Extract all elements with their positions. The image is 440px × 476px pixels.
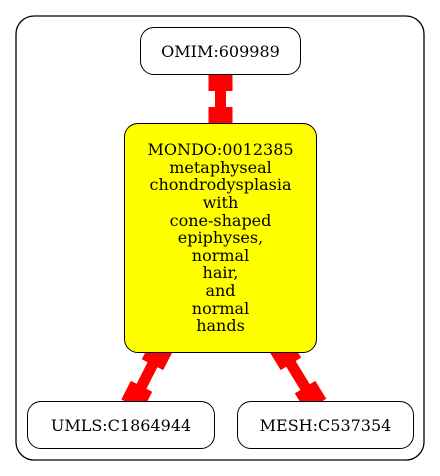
node-mondo-label-line: metaphyseal <box>169 157 272 177</box>
node-mondo[interactable]: MONDO:0012385 metaphyseal chondrodysplas… <box>124 123 317 353</box>
node-umls-label: UMLS:C1864944 <box>50 415 192 435</box>
node-omim[interactable]: OMIM:609989 <box>140 27 301 75</box>
node-mondo-id: MONDO:0012385 <box>147 140 294 160</box>
edge-omim-mondo <box>208 70 233 128</box>
node-mesh[interactable]: MESH:C537354 <box>237 401 414 449</box>
node-mondo-label-line: with <box>202 193 239 213</box>
node-mondo-label-line: chondrodysplasia <box>149 175 292 195</box>
edge-omim-mondo-tail-box <box>208 70 233 91</box>
node-mondo-label-line: hair, <box>202 263 239 283</box>
node-mondo-label-line: and <box>205 280 236 300</box>
node-mondo-label-line: hands <box>196 316 245 336</box>
node-mesh-label: MESH:C537354 <box>259 415 392 435</box>
node-mondo-label-line: normal <box>191 245 250 265</box>
edge-omim-mondo-head-box <box>208 107 233 128</box>
node-omim-label: OMIM:609989 <box>161 41 280 61</box>
node-mondo-label-line: normal <box>191 298 250 318</box>
node-umls[interactable]: UMLS:C1864944 <box>27 401 215 449</box>
node-mondo-label-line: cone-shaped <box>169 210 272 230</box>
cluster-border <box>15 15 425 461</box>
node-mondo-label-line: epiphyses, <box>177 228 264 248</box>
